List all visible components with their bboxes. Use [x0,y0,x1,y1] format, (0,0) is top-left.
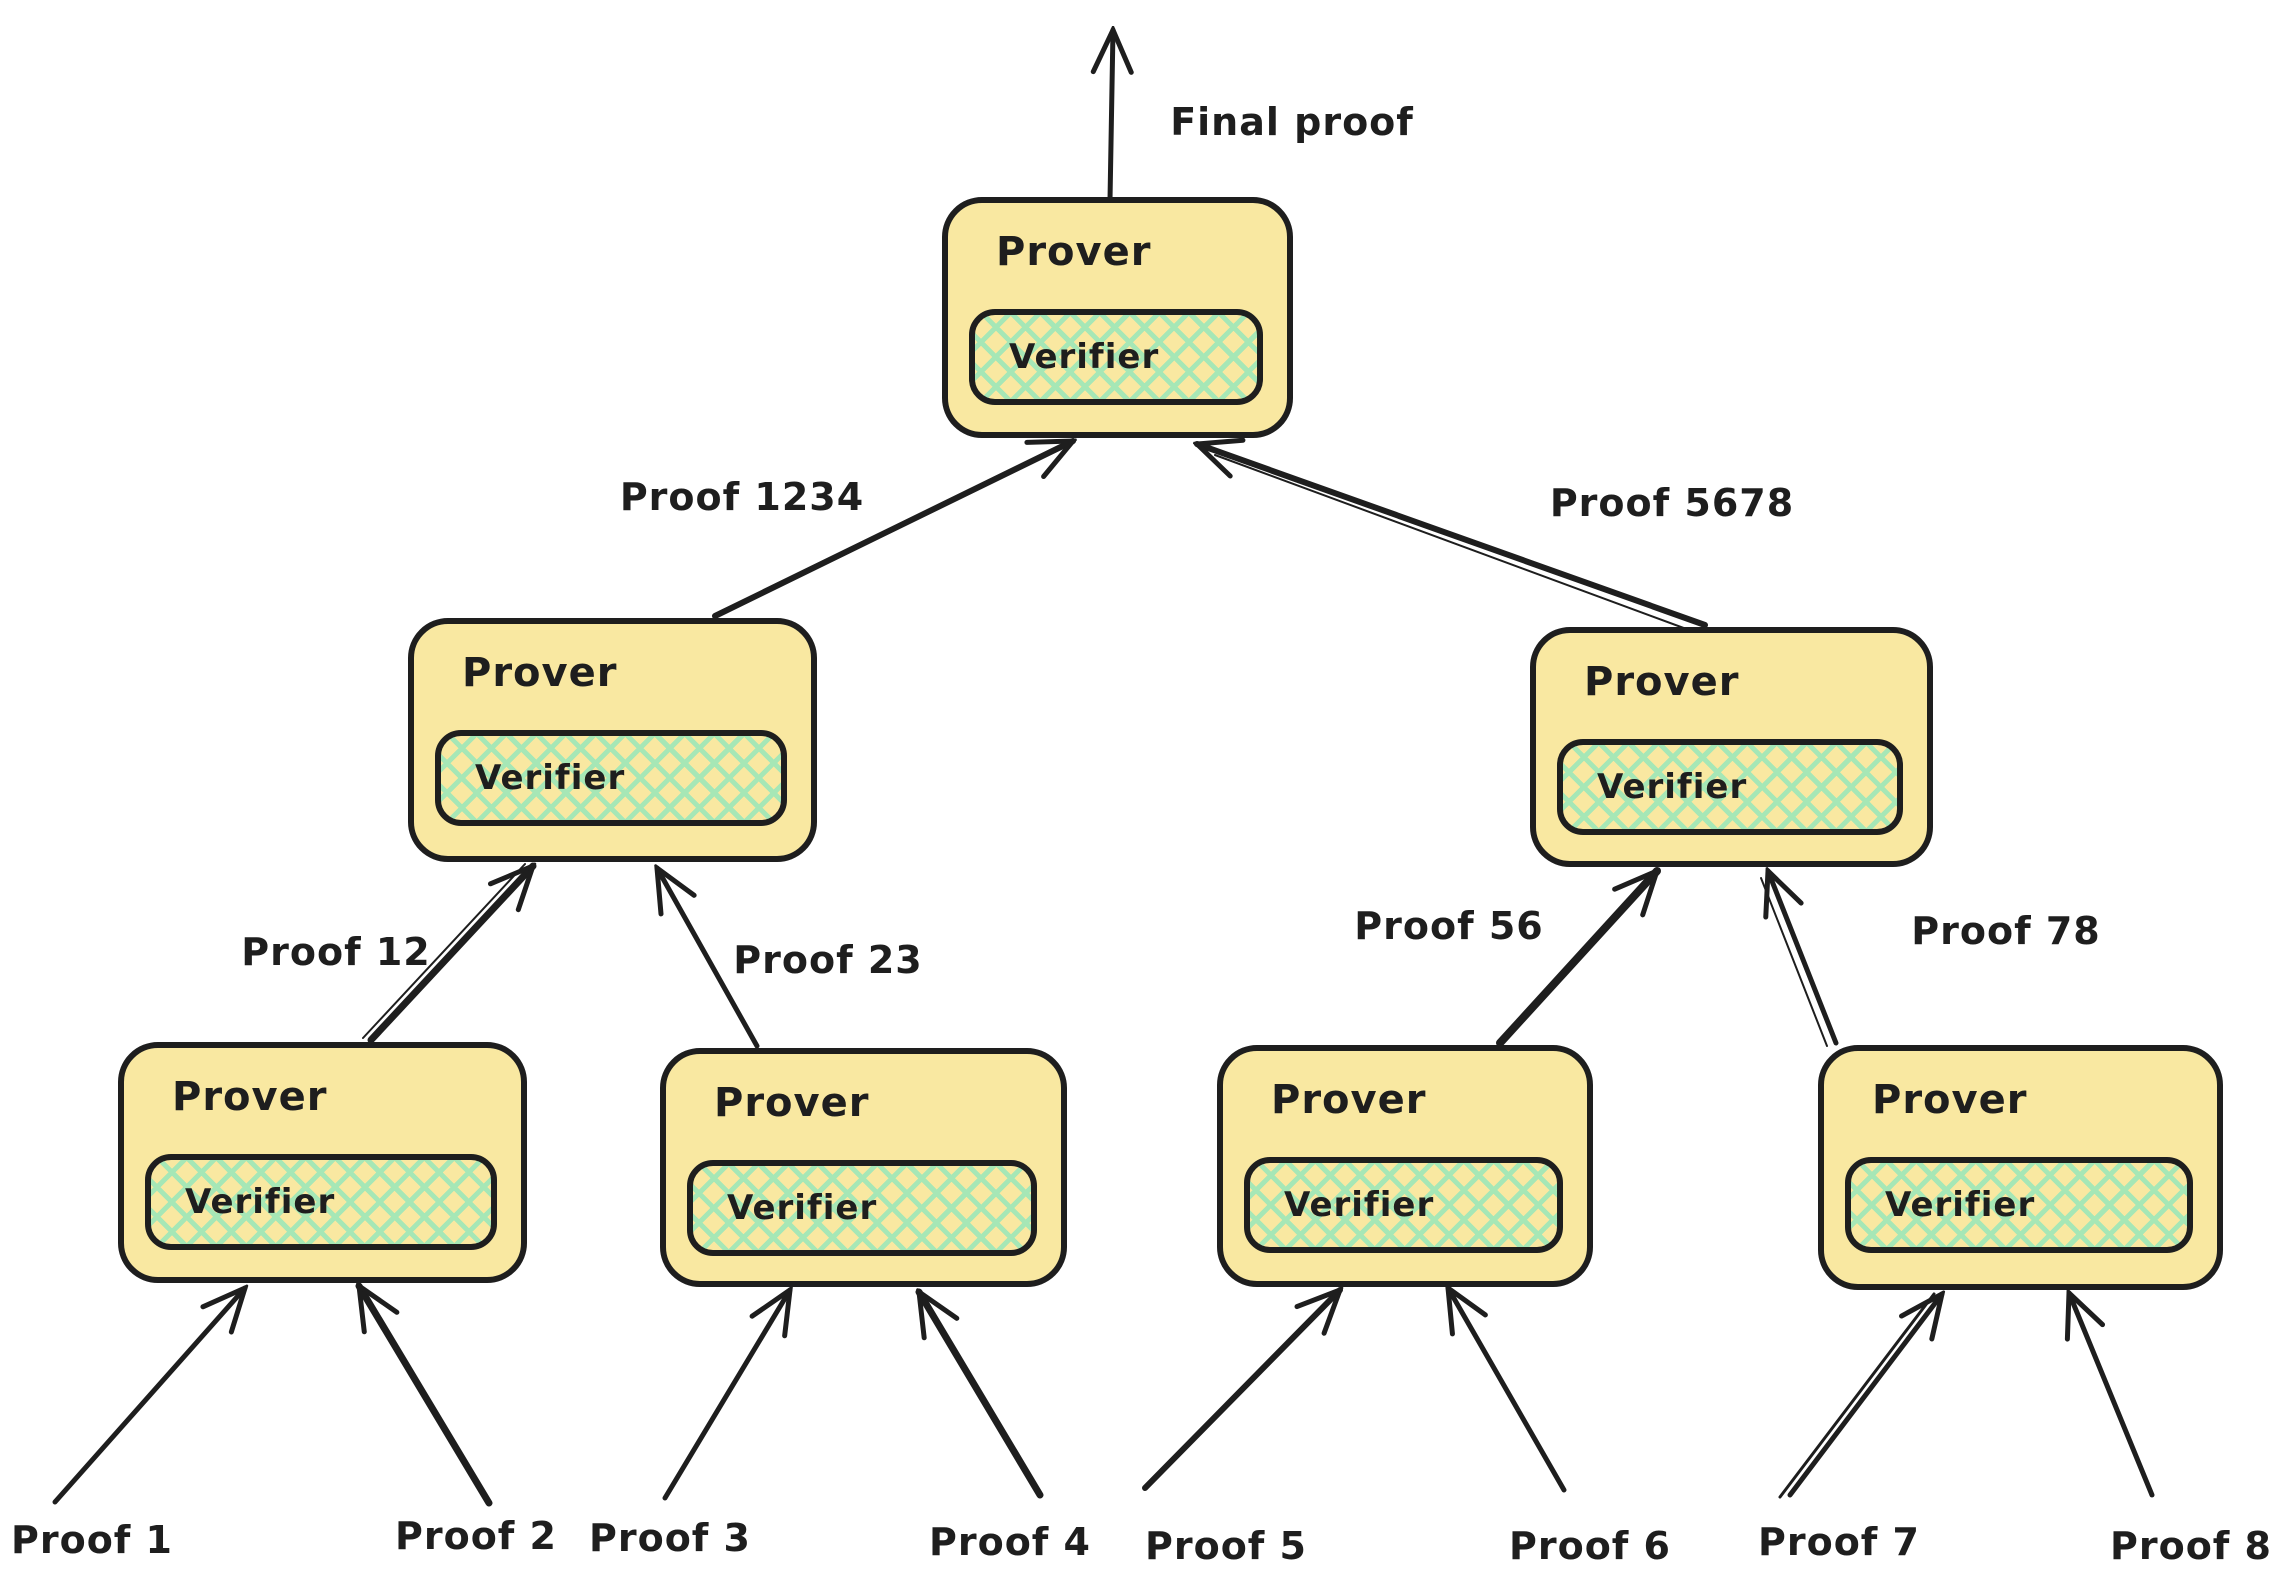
verifier-box: Verifier [1557,739,1903,835]
arrow-proof-8 [2069,1293,2155,1498]
edge-label-proof-1234: Proof 1234 [619,475,865,519]
prover-label: Prover [1872,1077,2028,1123]
arrow-proof-5 [1142,1290,1340,1491]
prover-box-1234: Prover Verifier [408,618,817,862]
prover-box-78: Prover Verifier [1818,1045,2223,1290]
verifier-box: Verifier [1845,1157,2193,1253]
edge-label-final-proof: Final proof [1170,100,1414,144]
edge-label-proof-12: Proof 12 [241,930,431,974]
verifier-box: Verifier [435,730,787,826]
arrow-proof-5678 [1197,444,1708,635]
arrow-proof-56 [1496,871,1657,1047]
verifier-label: Verifier [1597,767,1748,807]
verifier-label: Verifier [185,1182,336,1222]
arrow-proof-4 [915,1292,1044,1499]
arrow-proof-2 [355,1286,493,1507]
arrow-proof-1 [52,1288,245,1505]
prover-box-12: Prover Verifier [118,1042,527,1283]
edge-label-proof-5: Proof 5 [1144,1524,1308,1568]
arrow-proof-23 [657,868,760,1049]
arrow-final-proof [1110,30,1113,203]
edge-label-proof-23: Proof 23 [733,938,923,982]
edge-label-proof-78: Proof 78 [1911,909,2101,953]
arrow-proof-78 [1760,871,1839,1047]
verifier-label: Verifier [1009,337,1160,377]
prover-label: Prover [172,1074,328,1120]
edge-label-proof-2: Proof 2 [394,1514,558,1558]
arrow-proof-7 [1778,1294,1942,1499]
arrow-proof-1234 [712,438,1073,619]
prover-box-56: Prover Verifier [1217,1045,1593,1287]
edge-label-proof-4: Proof 4 [928,1520,1092,1564]
verifier-label: Verifier [727,1188,878,1228]
prover-box-5678: Prover Verifier [1530,627,1933,867]
verifier-label: Verifier [475,758,626,798]
edge-label-proof-6: Proof 6 [1508,1524,1672,1568]
verifier-box: Verifier [969,309,1263,405]
prover-label: Prover [996,229,1152,275]
verifier-box: Verifier [687,1160,1037,1256]
prover-label: Prover [714,1080,870,1126]
edge-label-proof-7: Proof 7 [1757,1520,1921,1564]
verifier-label: Verifier [1885,1185,2036,1225]
arrow-proof-6 [1448,1288,1567,1493]
arrow-proof-12 [362,864,533,1044]
edge-label-proof-3: Proof 3 [588,1516,752,1560]
edge-label-proof-1: Proof 1 [10,1518,174,1562]
edge-label-proof-8: Proof 8 [2109,1524,2271,1568]
prover-box-23: Prover Verifier [660,1048,1067,1287]
verifier-label: Verifier [1284,1185,1435,1225]
prover-label: Prover [1584,659,1740,705]
verifier-box: Verifier [145,1154,497,1250]
prover-box-final: Prover Verifier [942,197,1293,438]
prover-label: Prover [462,650,618,696]
edge-label-proof-5678: Proof 5678 [1549,481,1795,525]
arrow-proof-3 [662,1290,790,1501]
edge-label-proof-56: Proof 56 [1354,904,1544,948]
verifier-box: Verifier [1244,1157,1563,1253]
prover-label: Prover [1271,1077,1427,1123]
